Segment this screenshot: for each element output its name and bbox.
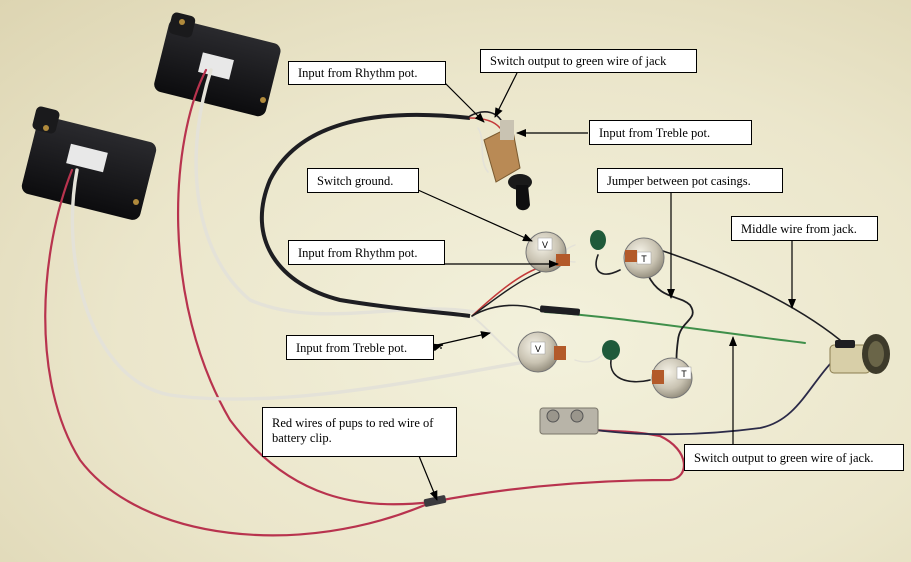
callout-input-rhythm-top: Input from Rhythm pot.	[288, 61, 446, 85]
pot-label: T	[641, 254, 647, 264]
capacitor	[602, 340, 620, 360]
callout-switch-ground: Switch ground.	[307, 168, 419, 193]
pot-rhythm-tone: T	[623, 237, 665, 279]
pickup-neck	[154, 12, 281, 117]
callout-switch-output-bottom: Switch output to green wire of jack.	[684, 444, 904, 471]
callout-jumper: Jumper between pot casings.	[597, 168, 783, 193]
pot-treble-tone: T	[651, 357, 693, 399]
output-jack	[829, 334, 890, 374]
callout-input-treble-top: Input from Treble pot.	[589, 120, 752, 145]
callout-input-rhythm-mid: Input from Rhythm pot.	[288, 240, 445, 265]
pickup-bridge	[21, 106, 157, 220]
shielded-cable	[259, 112, 471, 318]
pot-label: V	[535, 344, 541, 354]
pot-treble-volume: V	[517, 331, 566, 373]
pot-rhythm-volume: V	[525, 231, 570, 273]
toggle-switch	[483, 120, 532, 211]
callout-input-treble-mid: Input from Treble pot.	[286, 335, 434, 360]
callout-middle-wire: Middle wire from jack.	[731, 216, 878, 241]
callout-switch-output-top: Switch output to green wire of jack	[480, 49, 697, 73]
callout-leaders-2	[418, 192, 796, 501]
internal-wires	[469, 111, 843, 436]
callout-red-wires: Red wires of pups to red wire of battery…	[262, 407, 457, 457]
pot-label: V	[542, 240, 548, 250]
pot-label: T	[681, 369, 687, 379]
capacitor	[590, 230, 606, 250]
battery-clip	[539, 407, 599, 435]
